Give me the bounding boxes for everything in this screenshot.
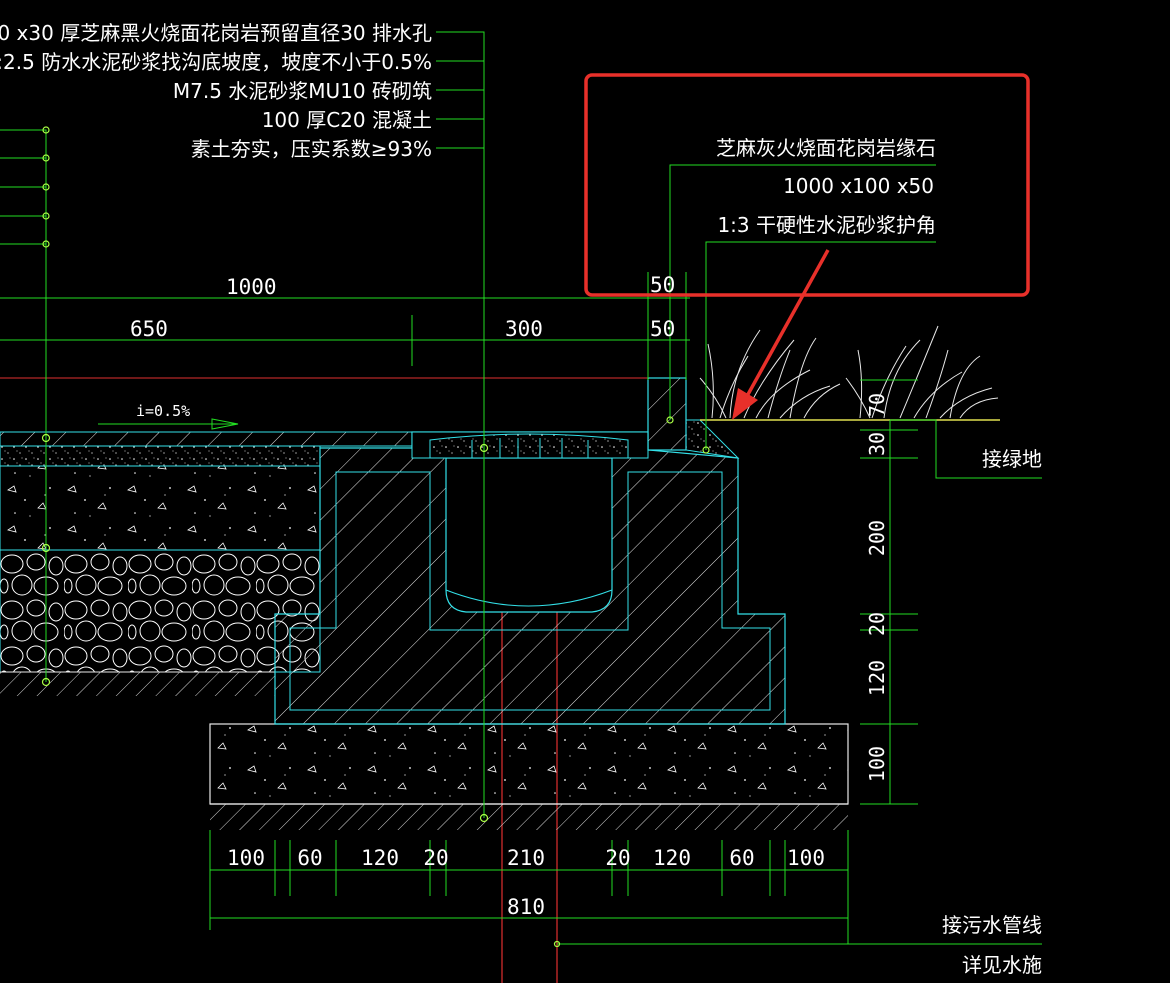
dim-b-60-left: 60 (297, 846, 322, 870)
dim-300: 300 (505, 317, 543, 341)
dim-50-upper: 50 (650, 273, 675, 297)
dim-b-120-left: 120 (361, 846, 399, 870)
channel-void (445, 457, 613, 613)
mortar-render (289, 471, 771, 711)
grass-planting (699, 325, 1000, 421)
dim-b-810: 810 (507, 895, 545, 919)
callout-compacted-soil: 素土夯实，压实系数≥93% (191, 137, 432, 161)
dim-v-20: 20 (865, 612, 889, 636)
dim-v-30: 30 (865, 432, 889, 456)
pavement-layers (0, 431, 413, 696)
left-callout-text: 300 x30 厚芝麻黑火烧面花岗岩预留直径30 排水孔 1:2.5 防水水泥砂… (0, 21, 432, 161)
dim-v-200: 200 (865, 520, 889, 556)
curb-stone (647, 377, 740, 459)
grate-cover (411, 431, 649, 459)
leader-markers (41, 126, 710, 948)
callout-granite-cover: 300 x30 厚芝麻黑火烧面花岗岩预留直径30 排水孔 (0, 21, 432, 45)
dim-50-lower: 50 (650, 317, 675, 341)
highlight-box (584, 73, 1030, 297)
dim-b-20-right: 20 (605, 846, 630, 870)
label-green-area: 接绿地 (982, 447, 1042, 471)
label-sewer-connect: 接污水管线 (942, 913, 1042, 937)
dim-v-70: 70 (865, 393, 889, 417)
label-see-plumbing: 详见水施 (962, 953, 1042, 977)
dim-v-100: 100 (865, 746, 889, 782)
highlight-arrow (732, 249, 830, 420)
dim-b-210: 210 (507, 846, 545, 870)
dim-1000: 1000 (226, 275, 277, 299)
dim-650: 650 (130, 317, 168, 341)
dim-v-120: 120 (865, 660, 889, 696)
right-vertical-dimensions: 70 30 200 20 120 100 (865, 393, 889, 782)
callout-curb-size: 1000 x100 x50 (783, 174, 934, 198)
bottom-dimensions: 100 60 120 20 210 20 120 60 100 810 (227, 846, 825, 919)
dim-b-20-left: 20 (423, 846, 448, 870)
slope-label: i=0.5% (136, 402, 190, 420)
dim-b-100-right: 100 (787, 846, 825, 870)
dim-b-120-right: 120 (653, 846, 691, 870)
top-dimensions: 1000 650 300 50 50 i=0.5% (130, 273, 675, 420)
callout-concrete-base: 100 厚C20 混凝土 (262, 108, 432, 132)
foundation (209, 723, 849, 830)
callout-waterproof-mortar: 1:2.5 防水水泥砂浆找沟底坡度，坡度不小于0.5% (0, 50, 432, 74)
callout-brick-masonry: M7.5 水泥砂浆MU10 砖砌筑 (173, 79, 432, 103)
dim-b-100-left: 100 (227, 846, 265, 870)
dim-b-60-right: 60 (729, 846, 754, 870)
channel-invert (445, 589, 613, 607)
leader-lines (0, 31, 1042, 945)
callout-curb-stone: 芝麻灰火烧面花岗岩缘石 (716, 136, 936, 160)
callout-dry-mortar: 1:3 干硬性水泥砂浆护角 (717, 213, 936, 237)
side-labels: 接绿地 接污水管线 详见水施 (942, 447, 1042, 977)
right-callout-text: 芝麻灰火烧面花岗岩缘石 1000 x100 x50 1:3 干硬性水泥砂浆护角 (716, 136, 936, 237)
